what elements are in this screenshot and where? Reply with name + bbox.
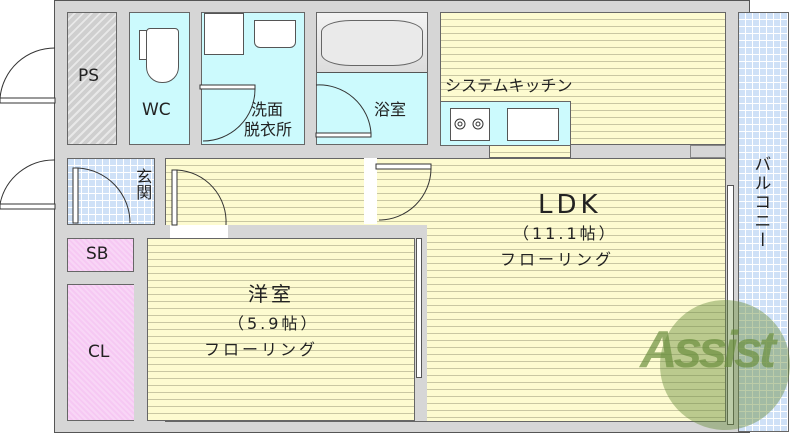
balcony-label: バルコニー [750,155,771,250]
burner-icon [454,118,484,130]
entrance [67,158,155,225]
cl-label: CL [88,342,110,362]
entrance-door-icon [72,167,131,224]
front-door-icon [0,159,56,210]
entrance-label: 玄関 [133,168,153,200]
washroom-door-icon [199,84,256,142]
ps-label: PS [78,66,100,86]
western-room [147,238,415,421]
ldk-size: （11.1帖） [513,224,618,243]
ldk-door-icon [375,163,432,221]
balcony [738,12,789,432]
ldk-flooring: フローリング [500,250,615,269]
closet [67,284,135,421]
kitchen-label: システムキッチン [445,76,573,95]
ldk-name: LDK [538,190,602,220]
ldk-upper-wall [430,145,726,158]
western-room-door-icon [171,169,227,226]
washroom-label-2: 脱衣所 [244,120,293,139]
ps-door-icon [0,47,56,104]
wc-label: WC [142,100,171,120]
shoe-box [67,238,134,272]
western-room-name: 洋室 [248,282,294,306]
washroom-label-1: 洗面 [251,100,284,119]
pipe-space [67,12,117,145]
western-room-flooring: フローリング [204,340,319,359]
washing-machine-icon [204,13,244,55]
sb-label: SB [86,244,109,264]
western-room-size: （5.9帖） [228,314,320,333]
kitchen-sink-icon [507,108,559,141]
bathroom-door-icon [315,84,372,138]
toilet-bowl-icon [146,28,179,83]
balcony-window [727,185,734,425]
western-room-door-gap [170,225,228,238]
bathroom-label: 浴室 [374,100,407,119]
sliding-door [416,238,422,378]
washbasin-icon [254,20,296,48]
bathtub-inner [321,20,423,66]
watermark-text: Assist [640,321,776,379]
